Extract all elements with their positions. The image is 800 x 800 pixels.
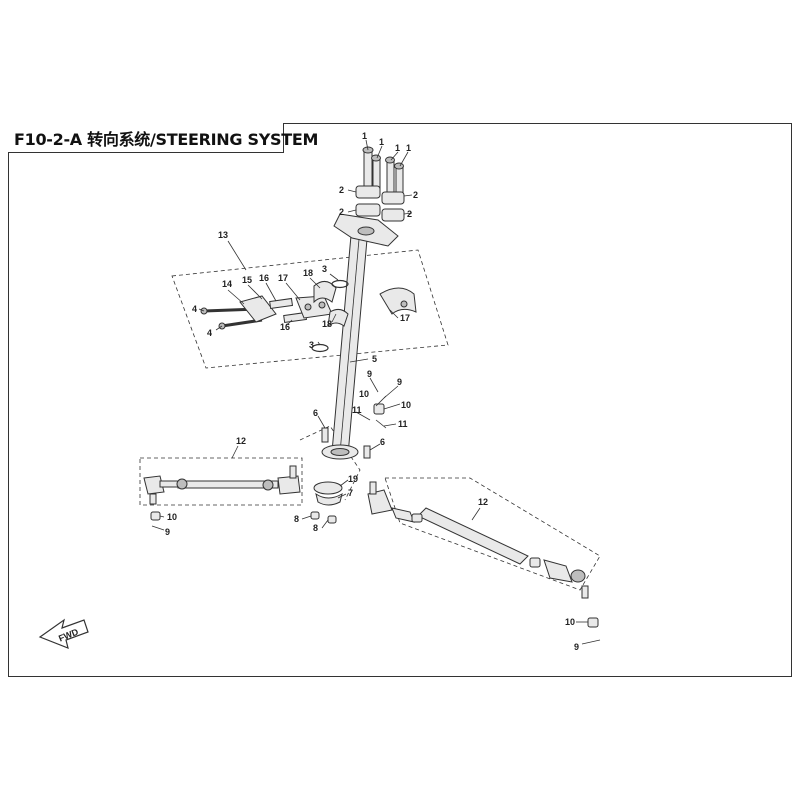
o-ring-3-upper (331, 279, 349, 289)
callout-8a: 8 (294, 514, 299, 524)
spacer-16-upper (269, 297, 294, 310)
callout-4b: 4 (207, 328, 212, 338)
group-box-13 (171, 249, 449, 369)
nut-8-upper (310, 511, 320, 520)
top-mount-plate (333, 213, 399, 247)
o-ring-3-lower (311, 343, 329, 353)
callout-2d: 2 (407, 209, 412, 219)
callout-18b: 18 (322, 319, 332, 329)
callout-9c: 9 (165, 527, 170, 537)
bushing-18-upper (313, 281, 337, 304)
callout-11a: 11 (352, 405, 362, 415)
callout-6b: 6 (380, 437, 385, 447)
callout-10b: 10 (401, 400, 411, 410)
cotter-9-left (151, 525, 165, 531)
bolt-6-left (321, 427, 329, 443)
callout-9a: 9 (367, 369, 372, 379)
nut-8-lower (327, 515, 337, 524)
nut-10-right (587, 617, 599, 628)
callout-18a: 18 (303, 268, 313, 278)
bolt-top-right (385, 156, 395, 197)
callout-12b: 12 (478, 497, 488, 507)
callout-2a: 2 (339, 185, 344, 195)
callout-10d: 10 (565, 617, 575, 627)
callout-1c: 1 (395, 143, 400, 153)
callout-4a: 4 (192, 304, 197, 314)
page-title: F10-2-A 转向系统/STEERING SYSTEM (14, 129, 319, 149)
callout-5: 5 (372, 354, 377, 364)
callout-15: 15 (242, 275, 252, 285)
callout-13: 13 (218, 230, 228, 240)
cotter-pin-11 (375, 419, 387, 429)
tie-rod-left (143, 465, 301, 505)
callout-16a: 16 (259, 273, 269, 283)
callout-10a: 10 (359, 389, 369, 399)
callout-8b: 8 (313, 523, 318, 533)
clamp-holder-17-right (379, 287, 417, 315)
callout-6a: 6 (313, 408, 318, 418)
bushing-18-lower (327, 308, 349, 328)
steering-column-shaft (331, 223, 369, 456)
cotter-9-right (581, 639, 601, 645)
clamp-lower-right (381, 208, 405, 222)
fwd-arrow: FWD (38, 618, 89, 649)
callout-1d: 1 (406, 143, 411, 153)
callout-1a: 1 (362, 131, 367, 141)
nut-10-left (150, 511, 161, 521)
callout-10c: 10 (167, 512, 177, 522)
callout-3a: 3 (322, 264, 327, 274)
group-box-12-left (139, 457, 303, 506)
callout-9d: 9 (574, 642, 579, 652)
callout-7: 7 (348, 488, 353, 498)
callout-14: 14 (222, 279, 232, 289)
callout-2b: 2 (413, 190, 418, 200)
washer-nut-10 (373, 403, 385, 415)
bracket-plate-14 (239, 295, 277, 323)
callouts: 1 1 1 1 2 2 2 2 3 3 4 4 5 6 6 7 8 8 9 9 … (165, 131, 579, 652)
clamp-upper-left (355, 185, 381, 199)
bolt-6-right (363, 445, 371, 459)
callout-17a: 17 (278, 273, 288, 283)
leader-lines (159, 139, 588, 623)
clamp-lower-left (355, 203, 381, 217)
callout-9b: 9 (397, 377, 402, 387)
callout-17b: 17 (400, 313, 410, 323)
bolt-top-left (362, 146, 374, 191)
tie-rod-right (367, 481, 589, 599)
callout-19: 19 (348, 474, 358, 484)
seal-19 (313, 481, 343, 495)
drawing-frame (8, 123, 792, 677)
clamp-upper-right (381, 191, 405, 205)
callout-12a: 12 (236, 436, 246, 446)
title-box: F10-2-A 转向系统/STEERING SYSTEM (8, 123, 318, 153)
callout-16b: 16 (280, 322, 290, 332)
callout-2c: 2 (339, 207, 344, 217)
bushing-7 (315, 492, 343, 506)
callout-11b: 11 (398, 419, 408, 429)
callout-1b: 1 (379, 137, 384, 147)
callout-3b: 3 (309, 340, 314, 350)
lower-bearing-housing (321, 444, 359, 460)
